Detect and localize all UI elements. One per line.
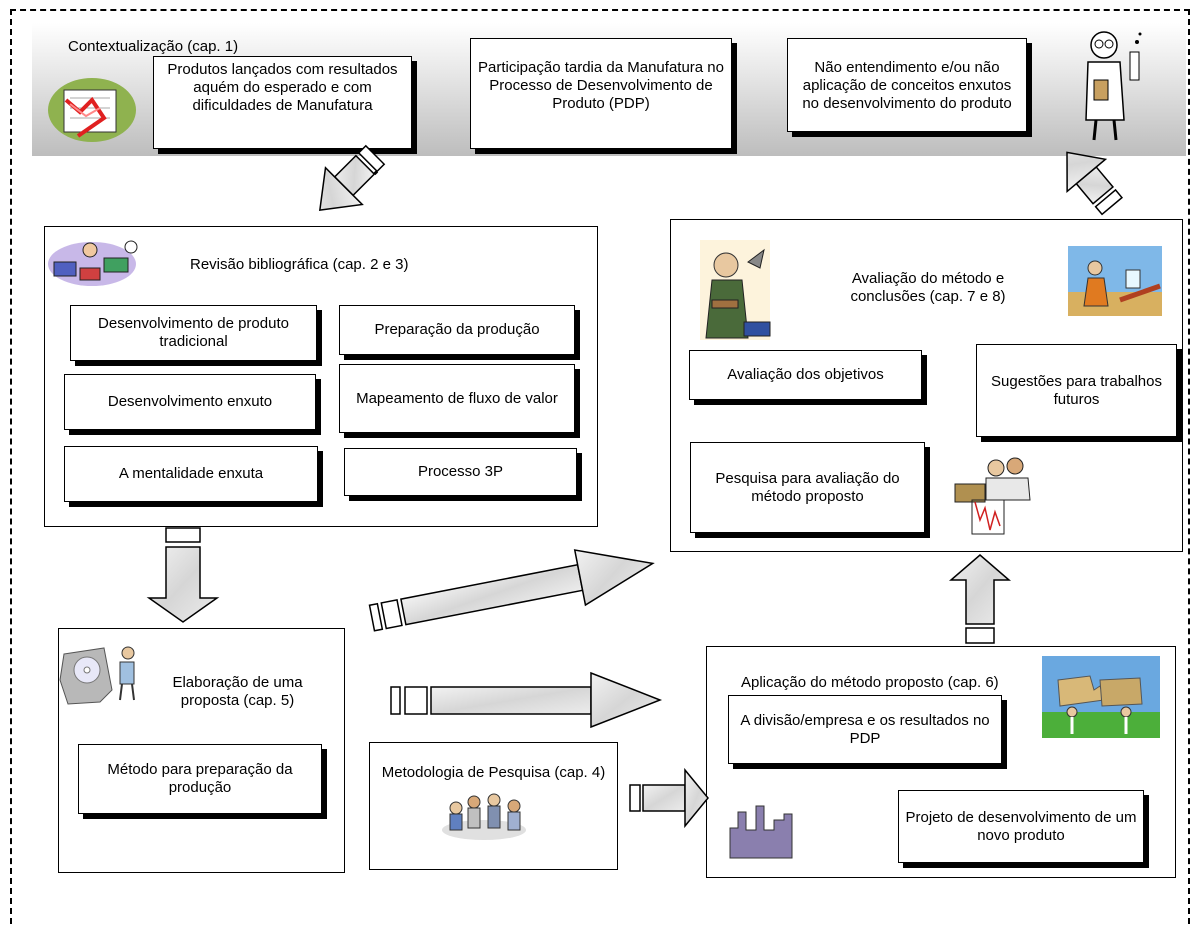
sculptor-cd-icon [59, 646, 135, 705]
scientist-icon [1085, 31, 1142, 141]
evaluation-research-box: Pesquisa para avaliação do método propos… [690, 442, 925, 533]
arrow-methodology-to-application [629, 767, 709, 829]
review-title: Revisão bibliográfica (cap. 2 e 3) [190, 256, 409, 273]
proposal-title: Elaboração de uma proposta (cap. 5) [172, 674, 303, 709]
review-item-lean-development: Desenvolvimento enxuto [64, 374, 316, 430]
context-box-late-participation: Participação tardia da Manufatura no Pro… [470, 38, 732, 149]
arrow-review-to-proposal [146, 527, 220, 623]
application-title: Aplicação do método proposto (cap. 6) [741, 674, 999, 691]
proposal-method-box: Método para preparação da produção [78, 744, 322, 814]
arrow-evaluation-to-context [1066, 151, 1124, 216]
methodology-title: Metodologia de Pesquisa (cap. 4) [381, 764, 606, 781]
books-reading-icon [48, 240, 138, 286]
context-box-products: Produtos lançados com resultados aquém d… [153, 56, 412, 149]
dashed-frame [10, 9, 1190, 924]
evaluation-suggestions-box: Sugestões para trabalhos futuros [976, 344, 1177, 437]
outdoor-people-icon [1068, 246, 1162, 316]
factory-icon [729, 805, 793, 859]
evaluation-objectives-box: Avaliação dos objetivos [689, 350, 922, 400]
evaluation-title: Avaliação do método e conclusões (cap. 7… [850, 270, 1006, 305]
researchers-icon [954, 457, 1031, 535]
application-project-box: Projeto de desenvolvimento de um novo pr… [898, 790, 1144, 863]
declining-chart-icon [48, 78, 136, 142]
arrow-proposal-to-application [390, 671, 663, 729]
review-item-production-prep: Preparação da produção [339, 305, 575, 355]
team-meeting-icon [442, 793, 526, 840]
arrow-proposal-to-evaluation [368, 549, 655, 632]
review-item-traditional: Desenvolvimento de produto tradicional [70, 305, 317, 361]
presenter-man-icon [700, 240, 771, 340]
review-item-lean-thinking: A mentalidade enxuta [64, 446, 318, 502]
puzzle-team-icon [1042, 656, 1160, 738]
arrow-context-to-review [318, 144, 386, 212]
application-division-box: A divisão/empresa e os resultados no PDP [728, 695, 1002, 764]
arrow-application-to-evaluation [948, 554, 1012, 644]
review-item-3p: Processo 3P [344, 448, 577, 496]
review-item-value-stream: Mapeamento de fluxo de valor [339, 364, 575, 433]
context-label: Contextualização (cap. 1) [68, 38, 239, 55]
context-box-lean-concepts: Não entendimento e/ou não aplicação de c… [787, 38, 1027, 132]
